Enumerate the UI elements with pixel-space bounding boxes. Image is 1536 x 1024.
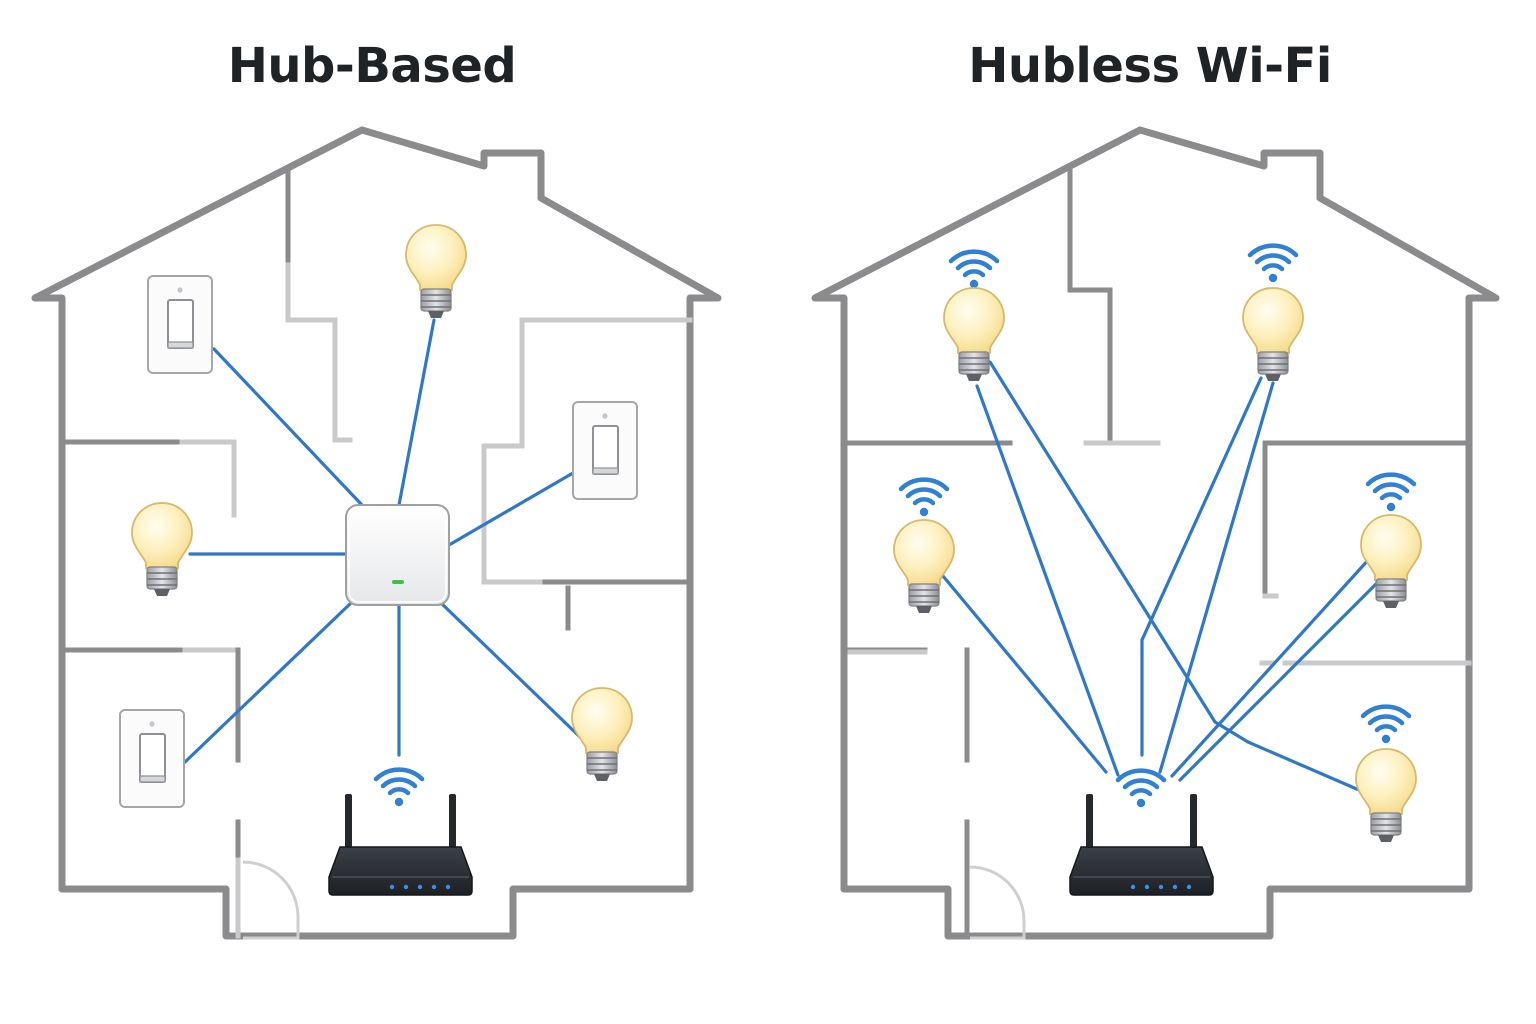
wifi-signal-icon: [1363, 707, 1409, 744]
interior-walls-left: [59, 167, 693, 939]
light-bulb-icon: [571, 687, 633, 782]
light-bulb-icon: [1355, 748, 1417, 843]
light-bulb-icon: [131, 502, 193, 597]
house-outline-left: [31, 126, 722, 940]
wall-switch-icon: [572, 401, 638, 500]
door-icon: [242, 860, 300, 940]
hub-based-title: Hub-Based: [227, 38, 517, 94]
direct-wifi-connections: [941, 360, 1380, 795]
wifi-router-icon: [1069, 793, 1214, 896]
wifi-signal-icon: [1118, 771, 1164, 808]
wall-switch-icon: [119, 709, 185, 808]
light-bulb-icon: [1360, 514, 1422, 609]
light-bulb-icon: [893, 519, 955, 614]
door-icon: [969, 865, 1026, 940]
wifi-signal-icon: [951, 252, 997, 289]
smart-hub-icon: [345, 504, 450, 606]
wifi-signal-icon: [376, 770, 422, 807]
house-right: [811, 126, 1500, 940]
house-outline-right: [811, 126, 1500, 940]
interior-walls-right: [841, 167, 1472, 939]
hubless-wifi-title: Hubless Wi-Fi: [968, 38, 1332, 94]
hub-connections: [183, 318, 582, 764]
wifi-signal-icon: [1250, 246, 1296, 283]
light-bulb-icon: [405, 224, 467, 319]
wifi-router-icon: [328, 793, 473, 896]
house-left: [31, 126, 722, 940]
wall-switch-icon: [147, 275, 213, 374]
wifi-signal-icon: [901, 480, 947, 517]
wifi-signal-icon: [1368, 475, 1414, 512]
light-bulb-icon: [1242, 287, 1304, 382]
